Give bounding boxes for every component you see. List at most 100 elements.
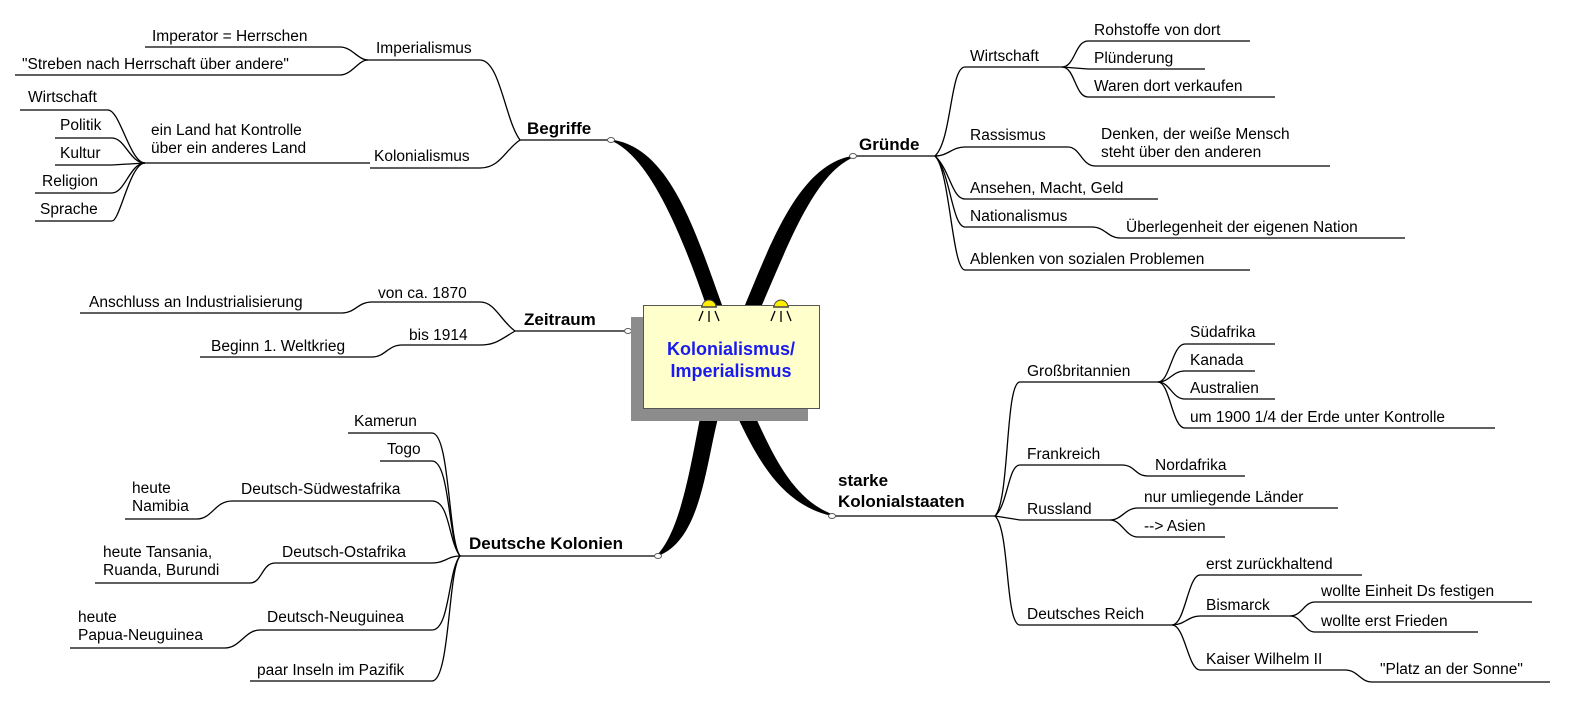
node-denken[interactable]: Denken, der weiße Mensch steht über den … xyxy=(1101,126,1290,162)
node-kolonialismus[interactable]: Kolonialismus xyxy=(374,148,470,165)
branch-taper-staaten xyxy=(738,418,832,516)
topic-kolonialstaaten[interactable]: starke Kolonialstaaten xyxy=(838,470,965,512)
link-gruende-rassismus xyxy=(934,146,966,157)
node-inseln[interactable]: paar Inseln im Pazifik xyxy=(257,662,405,679)
node-tansania[interactable]: heute Tansania, Ruanda, Burundi xyxy=(103,544,219,580)
link-bis-beginn xyxy=(371,344,403,358)
link-imperialismus-imperator xyxy=(339,46,369,61)
node-neuguinea[interactable]: Deutsch-Neuguinea xyxy=(267,609,405,626)
node-bis[interactable]: bis 1914 xyxy=(409,327,468,344)
node-wirtschaft-gruende[interactable]: Wirtschaft xyxy=(970,48,1039,65)
node-waren[interactable]: Waren dort verkaufen xyxy=(1094,78,1243,95)
link-hub-kultur xyxy=(111,162,146,166)
link-rassismus-denken xyxy=(1067,146,1096,167)
node-rohstoffe[interactable]: Rohstoffe von dort xyxy=(1094,22,1221,39)
node-kamerun[interactable]: Kamerun xyxy=(354,413,417,430)
node-deutsches-reich[interactable]: Deutsches Reich xyxy=(1027,606,1145,623)
node-nordafrika[interactable]: Nordafrika xyxy=(1155,457,1227,474)
connector-dot-kolonien xyxy=(654,553,662,559)
node-ablenken[interactable]: Ablenken von sozialen Problemen xyxy=(970,251,1205,268)
topic-deutsche-kolonien[interactable]: Deutsche Kolonien xyxy=(469,534,623,553)
node-area-sprache[interactable]: Sprache xyxy=(40,201,98,218)
node-imperator[interactable]: Imperator = Herrschen xyxy=(152,28,308,45)
node-ansehen[interactable]: Ansehen, Macht, Geld xyxy=(970,180,1124,197)
node-tansania-line-1: heute Tansania, xyxy=(103,544,213,561)
node-suedafrika[interactable]: Südafrika xyxy=(1190,324,1256,341)
link-reich-erst xyxy=(1171,574,1201,626)
node-papua[interactable]: heute Papua-Neuguinea xyxy=(78,609,203,645)
node-ueberlegenheit[interactable]: Überlegenheit der eigenen Nation xyxy=(1126,219,1358,236)
topic-zeitraum[interactable]: Zeitraum xyxy=(524,310,596,329)
link-staaten-frankreich xyxy=(994,464,1021,517)
link-nationalismus-ueberlegenheit xyxy=(1091,226,1121,239)
node-imperialismus[interactable]: Imperialismus xyxy=(376,40,472,57)
node-umliegende[interactable]: nur umliegende Länder xyxy=(1144,489,1304,506)
link-bismarck-frieden xyxy=(1289,615,1316,633)
node-area-politik[interactable]: Politik xyxy=(60,117,102,134)
node-einheit[interactable]: wollte Einheit Ds festigen xyxy=(1321,583,1495,600)
link-begriffe-kolonialismus xyxy=(370,139,521,169)
topic-begriffe[interactable]: Begriffe xyxy=(527,119,592,138)
node-frieden[interactable]: wollte erst Frieden xyxy=(1321,613,1448,630)
link-wirtschaft-waren xyxy=(1061,66,1089,98)
node-zurueckhaltend[interactable]: erst zurückhaltend xyxy=(1206,556,1333,573)
node-beginn[interactable]: Beginn 1. Weltkrieg xyxy=(211,338,346,355)
node-russland[interactable]: Russland xyxy=(1027,501,1092,518)
node-namibia[interactable]: heute Namibia xyxy=(132,480,189,516)
node-anschluss[interactable]: Anschluss an Industrialisierung xyxy=(89,294,303,311)
node-kanada[interactable]: Kanada xyxy=(1190,352,1244,369)
node-platz[interactable]: "Platz an der Sonne" xyxy=(1380,661,1523,678)
link-gruende-ablenken xyxy=(934,155,966,271)
node-area-kultur[interactable]: Kultur xyxy=(60,145,101,162)
link-bismarck-einheit xyxy=(1289,601,1316,617)
link-suedwest-namibia xyxy=(196,500,233,520)
lightbulb-icon xyxy=(698,299,720,322)
topic-gruende[interactable]: Gründe xyxy=(859,135,920,154)
link-kolonien-kamerun xyxy=(431,432,461,557)
node-streben[interactable]: "Streben nach Herrschaft über andere" xyxy=(22,56,289,73)
branch-taper-kolonien xyxy=(658,418,718,556)
link-wirtschaft-pluenderung xyxy=(1061,66,1089,70)
link-russland-umliegende xyxy=(1109,507,1139,521)
node-area-wirtschaft[interactable]: Wirtschaft xyxy=(28,89,97,106)
node-nationalismus[interactable]: Nationalismus xyxy=(970,208,1068,225)
connector-dot-staaten xyxy=(828,513,836,519)
node-suedwestafrika[interactable]: Deutsch-Südwestafrika xyxy=(241,481,401,498)
node-ostafrika[interactable]: Deutsch-Ostafrika xyxy=(282,544,407,561)
node-rassismus[interactable]: Rassismus xyxy=(970,127,1046,144)
node-togo[interactable]: Togo xyxy=(387,441,421,458)
link-gb-um1900 xyxy=(1157,381,1186,429)
node-namibia-line-2: Namibia xyxy=(132,498,189,515)
node-asien[interactable]: --> Asien xyxy=(1144,518,1206,535)
node-australien[interactable]: Australien xyxy=(1190,380,1259,397)
topic-kolonialstaaten-line-2: Kolonialstaaten xyxy=(838,492,965,511)
node-kontrolle-line-2: über ein anderes Land xyxy=(151,140,307,157)
connector-dot-zeitraum xyxy=(624,328,632,334)
node-tansania-line-2: Ruanda, Burundi xyxy=(103,562,220,579)
link-reich-kaiser xyxy=(1171,624,1201,671)
node-namibia-line-1: heute xyxy=(132,480,171,497)
link-zeitraum-bis xyxy=(402,330,516,346)
node-bismarck[interactable]: Bismarck xyxy=(1206,597,1270,614)
link-reich-bismarck xyxy=(1171,615,1201,626)
node-um1900[interactable]: um 1900 1/4 der Erde unter Kontrolle xyxy=(1190,409,1446,426)
central-topic-box[interactable] xyxy=(643,305,820,409)
branch-taper-begriffe xyxy=(614,140,722,305)
node-denken-line-1: Denken, der weiße Mensch xyxy=(1101,126,1290,143)
link-staaten-reich xyxy=(994,515,1021,626)
link-hub-wirtschaft xyxy=(107,109,146,164)
link-hub-politik xyxy=(111,137,146,164)
topic-kolonialstaaten-line-1: starke xyxy=(838,471,889,490)
node-frankreich[interactable]: Frankreich xyxy=(1027,446,1101,463)
node-pluenderung[interactable]: Plünderung xyxy=(1094,50,1174,67)
connector-dot-begriffe xyxy=(607,137,615,143)
node-papua-line-2: Papua-Neuguinea xyxy=(78,627,203,644)
node-area-religion[interactable]: Religion xyxy=(42,173,99,190)
node-kontrolle-line-1: ein Land hat Kontrolle xyxy=(151,122,302,139)
node-kontrolle[interactable]: ein Land hat Kontrolle über ein anderes … xyxy=(151,122,306,158)
link-wirtschaft-rohstoffe xyxy=(1061,40,1089,68)
node-kaiser[interactable]: Kaiser Wilhelm II xyxy=(1206,651,1323,668)
node-grossbritannien[interactable]: Großbritannien xyxy=(1027,363,1131,380)
node-von[interactable]: von ca. 1870 xyxy=(378,285,467,302)
branch-taper-gruende xyxy=(745,156,852,305)
